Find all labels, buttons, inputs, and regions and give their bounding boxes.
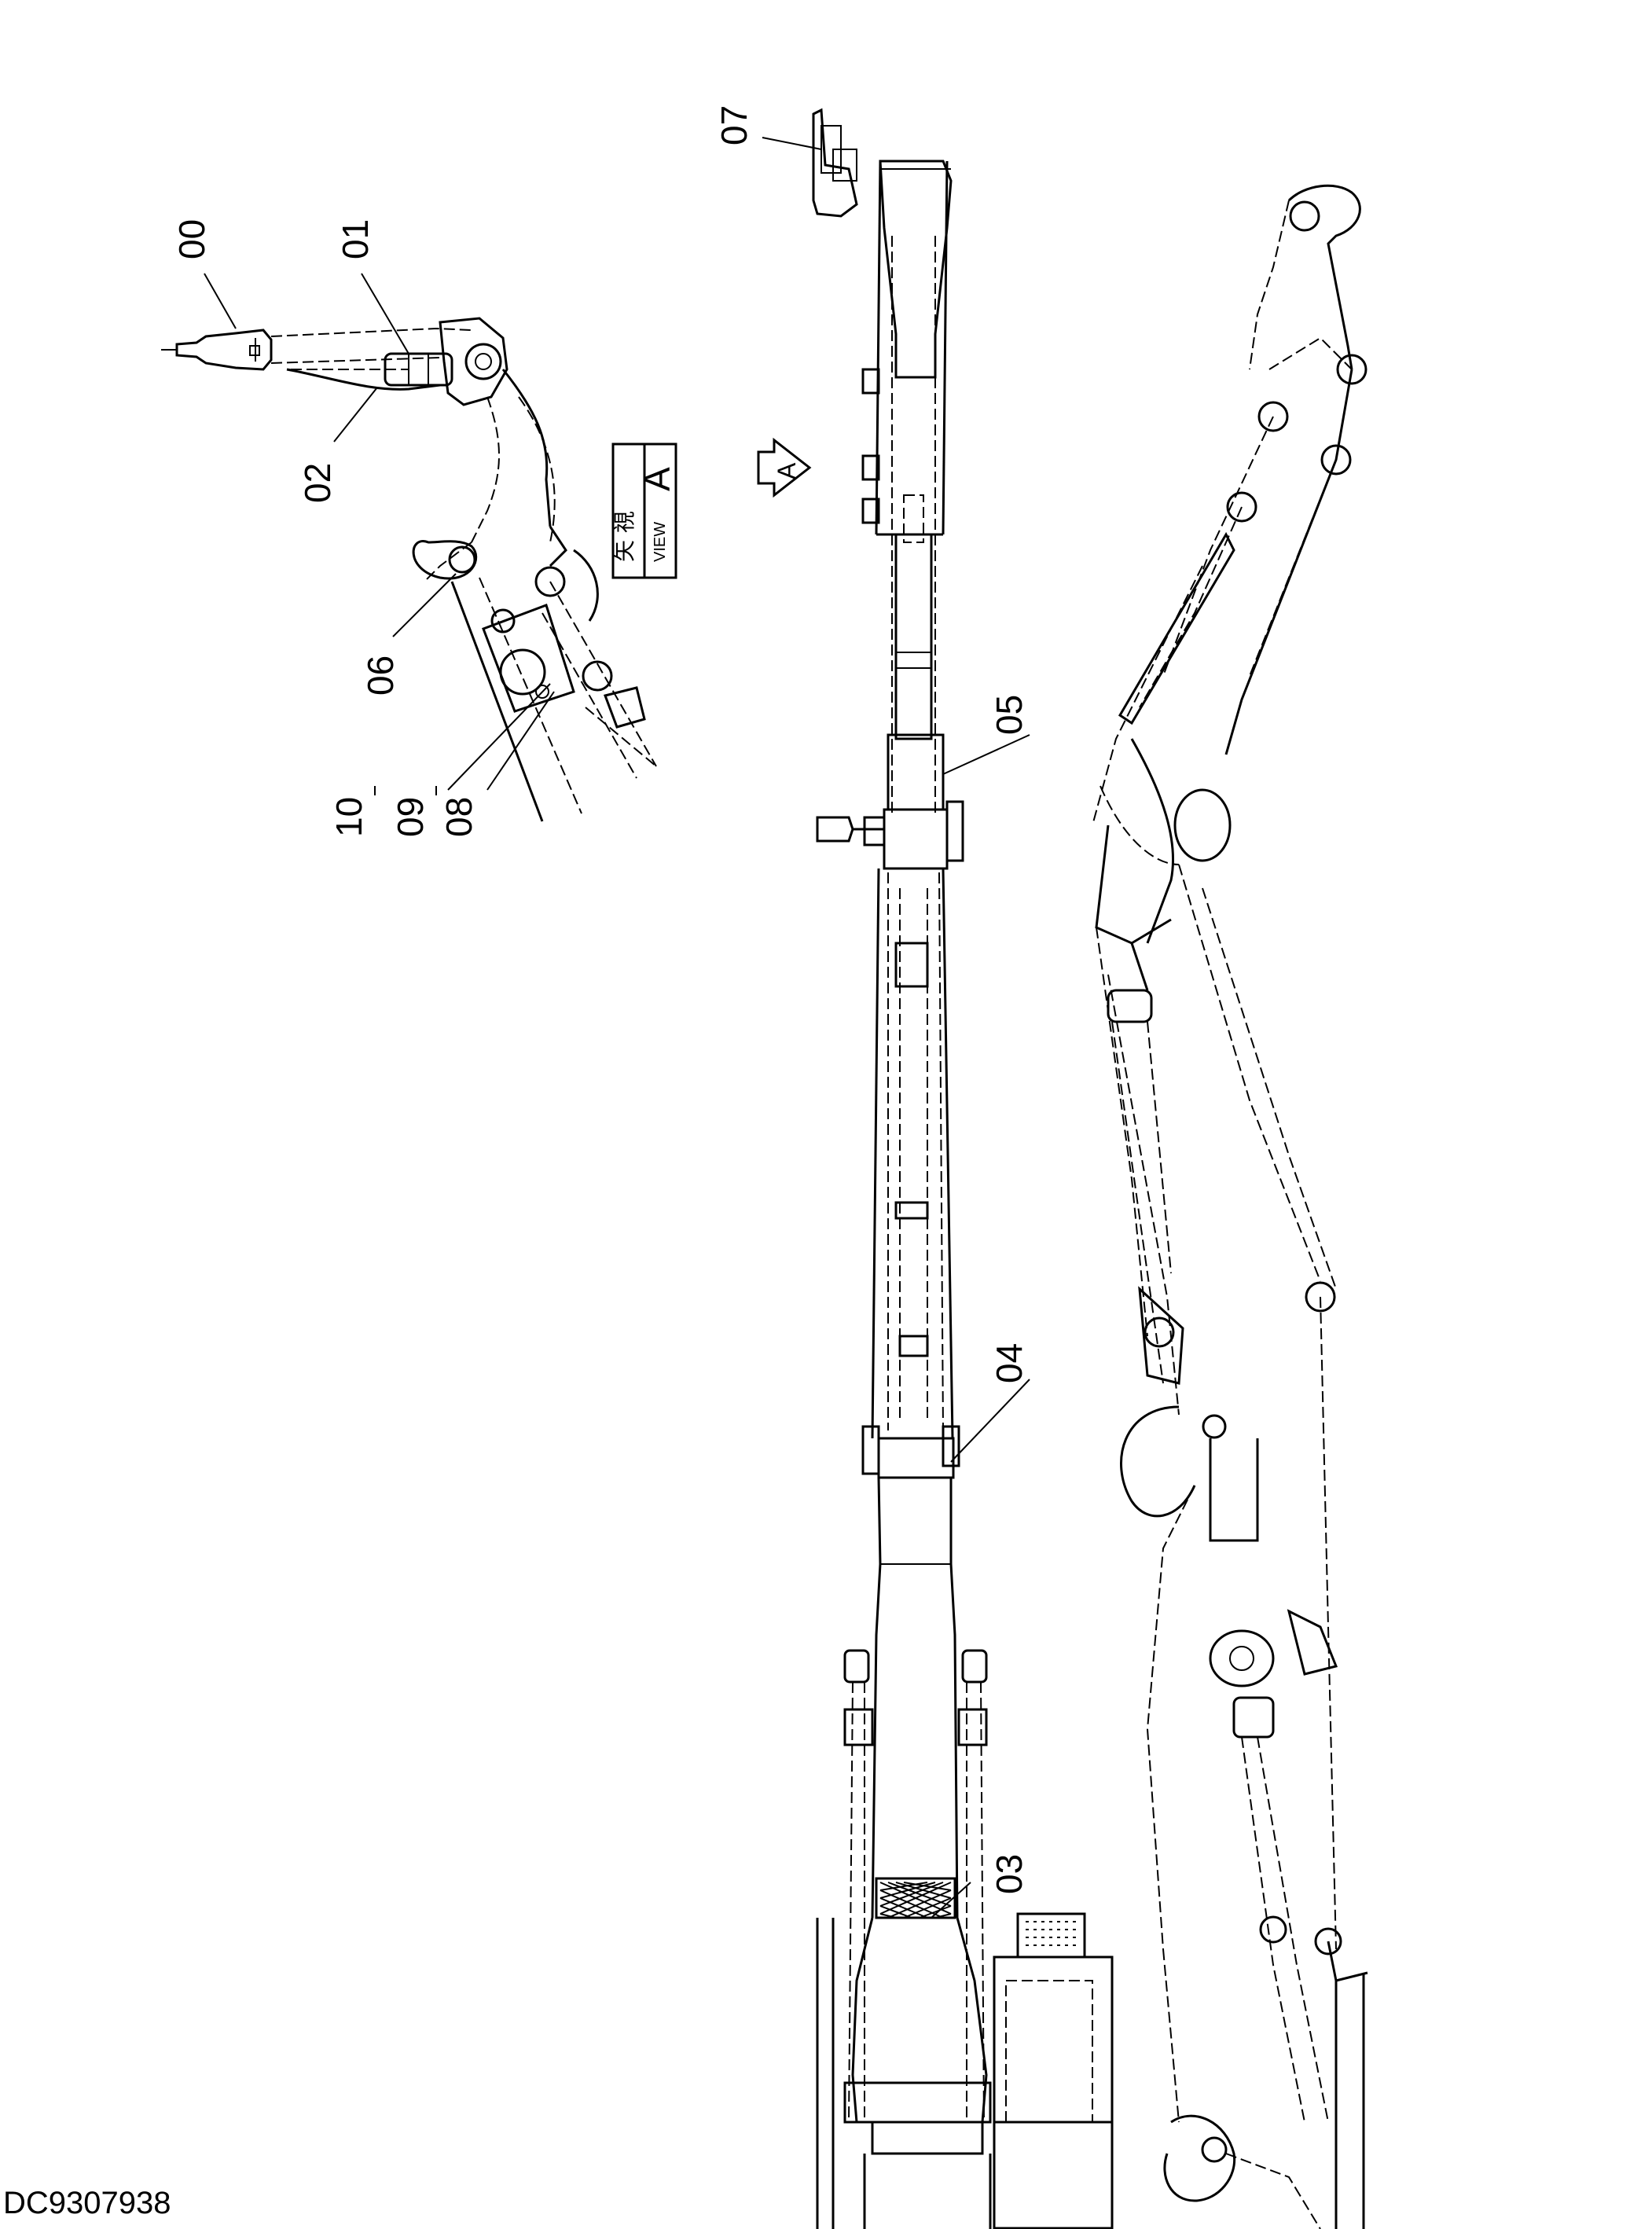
callout-08: 08 [439,797,479,837]
view-label-box: 矢 視 VIEW A [611,442,677,579]
detail-view-assembly [161,317,657,822]
document-id: DC9307938 [3,2186,171,2220]
callout-10: 10 [329,797,369,837]
callout-02: 02 [297,463,338,503]
view-arrow-letter: A [773,462,801,479]
callout-05: 05 [989,695,1030,735]
callout-03: 03 [989,1854,1030,1894]
callout-04: 04 [989,1343,1030,1383]
plan-view-boom [812,108,1114,2229]
callout-00: 00 [171,219,212,259]
view-english: VIEW [652,522,669,562]
callout-07: 07 [714,105,754,145]
callout-01: 01 [335,219,376,259]
view-letter: A [637,467,677,491]
side-view-boom [1092,184,1368,2229]
view-kanji: 矢 視 [611,511,637,562]
leader-lines [204,137,1030,1919]
callout-06: 06 [360,655,401,696]
callouts: 00 01 02 06 10 09 08 07 05 04 03 [171,105,1030,1894]
callout-09: 09 [390,797,431,837]
view-arrow-a: A [757,437,812,498]
